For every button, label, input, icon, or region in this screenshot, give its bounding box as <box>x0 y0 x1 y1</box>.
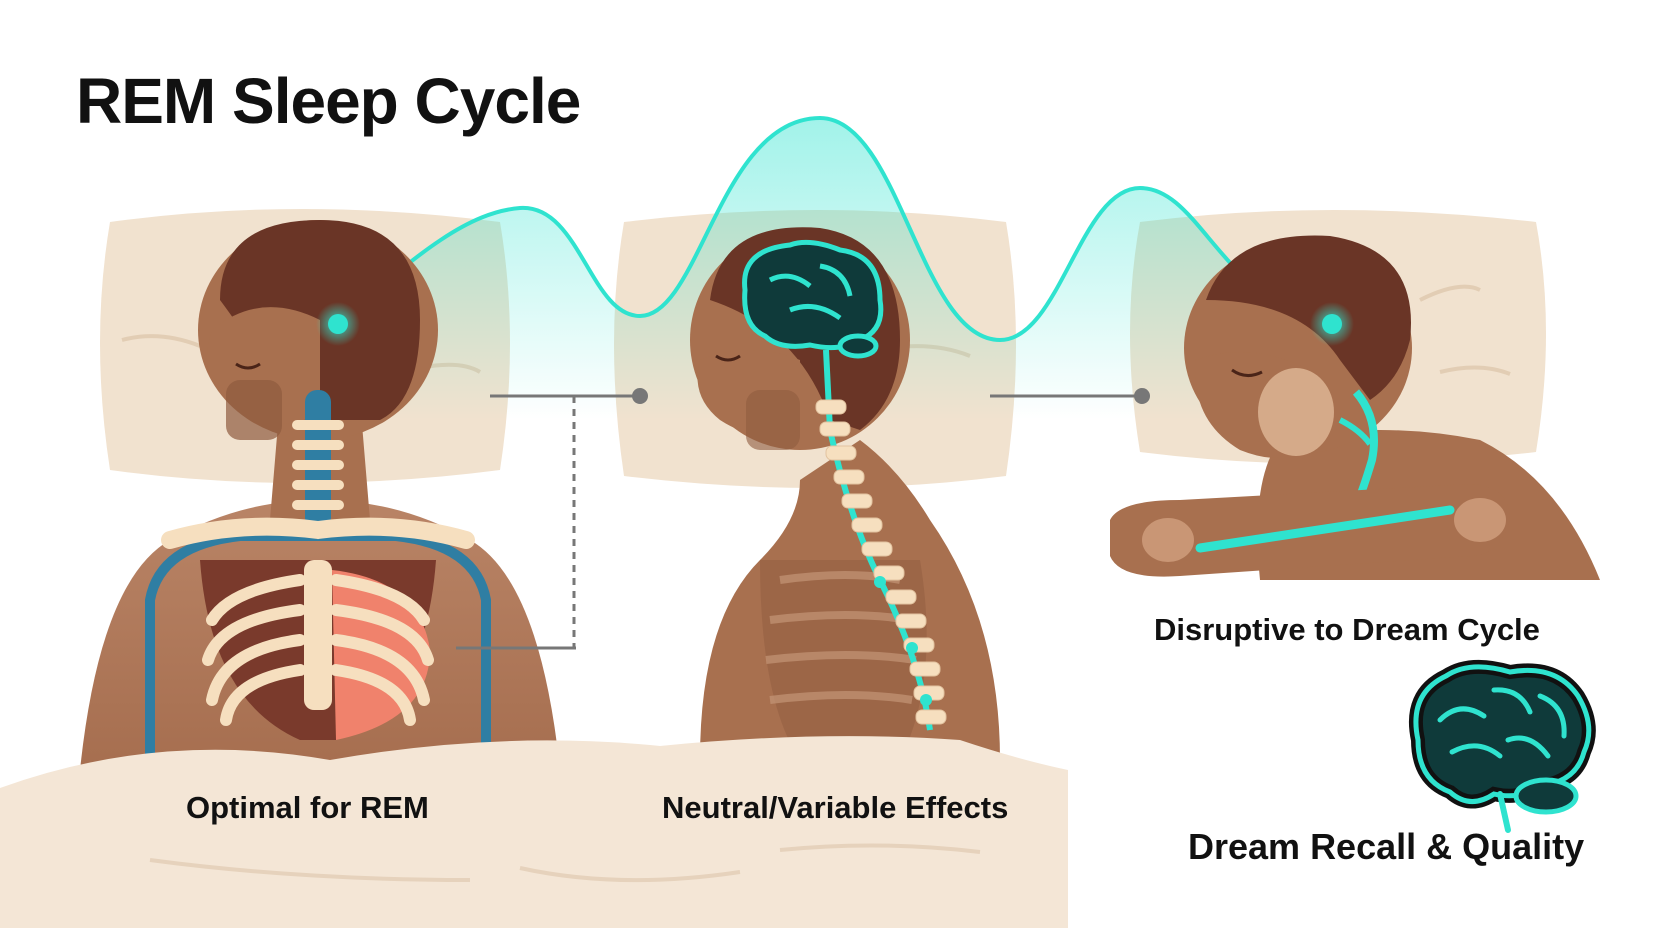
figure-side-sleeper <box>690 227 1000 760</box>
connector-left <box>456 388 648 650</box>
head-brain-icon <box>742 239 884 359</box>
label-disruptive-to-dream-cycle: Disruptive to Dream Cycle <box>1154 612 1540 647</box>
figure-stomach-sleeper <box>1110 235 1600 580</box>
label-optimal-for-rem: Optimal for REM <box>186 790 429 825</box>
label-neutral-variable-effects: Neutral/Variable Effects <box>662 790 1009 825</box>
figure-back-sleeper <box>80 220 560 770</box>
connector-right <box>990 388 1150 404</box>
brain-icon <box>1408 659 1596 833</box>
blanket <box>0 736 1068 928</box>
legend-dream-recall-quality: Dream Recall & Quality <box>1188 826 1585 867</box>
page-title: REM Sleep Cycle <box>76 65 581 137</box>
